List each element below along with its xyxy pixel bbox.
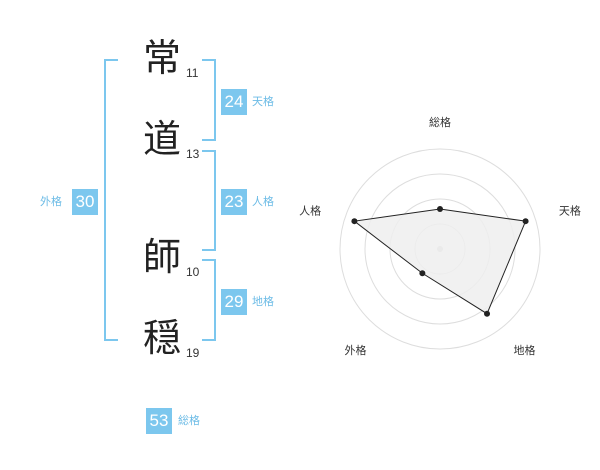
radar-axis-label-2: 地格 — [513, 343, 535, 357]
radar-point-2 — [484, 310, 491, 317]
stroke-count-3: 10 — [186, 265, 200, 279]
radar-point-1 — [522, 218, 529, 225]
radar-point-3 — [419, 270, 426, 277]
tenkaku-value-badge: 24 — [221, 89, 247, 115]
soukaku-value-badge: 53 — [146, 408, 172, 434]
name-char-1: 常 — [142, 36, 181, 80]
jinkaku-value-badge: 23 — [221, 189, 247, 215]
radar-axis-label-3: 外格 — [345, 343, 367, 357]
radar-ring — [364, 173, 516, 325]
stroke-count-2: 13 — [186, 147, 200, 161]
name-char-3: 師 — [142, 235, 181, 279]
chikaku-value-badge: 29 — [221, 289, 247, 315]
name-char-4: 穏 — [142, 316, 181, 360]
radar-point-4 — [351, 218, 358, 225]
jinkaku-bracket — [202, 150, 216, 251]
radar-axis-label-4: 人格 — [299, 203, 321, 217]
radar-ring — [339, 148, 541, 350]
stroke-count-4: 19 — [186, 346, 200, 360]
chikaku-label: 地格 — [252, 295, 274, 308]
jinkaku-label: 人格 — [252, 195, 274, 208]
tenkaku-bracket — [202, 59, 216, 141]
name-char-2: 道 — [142, 117, 181, 161]
radar-axis-label-0: 総格 — [429, 115, 451, 129]
soukaku-label: 総格 — [178, 414, 200, 427]
radar-series-polygon — [353, 208, 527, 315]
radar-axis-label-1: 天格 — [559, 203, 581, 217]
tenkaku-label: 天格 — [252, 95, 274, 108]
gaikaku-bracket — [104, 59, 118, 341]
stroke-count-1: 11 — [186, 66, 199, 80]
chikaku-bracket — [202, 259, 216, 341]
radar-point-0 — [437, 206, 443, 212]
gaikaku-label: 外格 — [40, 195, 62, 208]
gaikaku-value-badge: 30 — [72, 189, 98, 215]
